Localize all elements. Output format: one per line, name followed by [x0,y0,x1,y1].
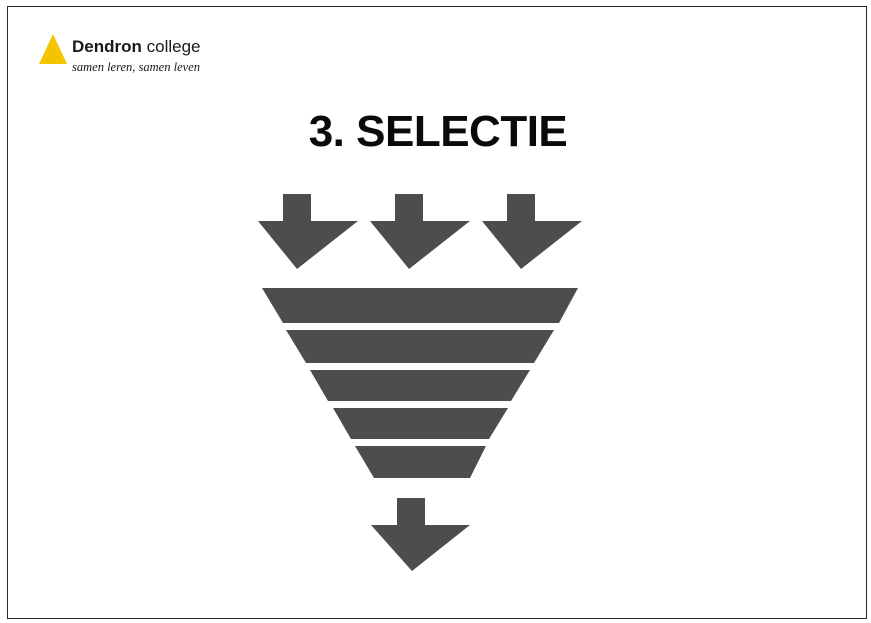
logo-triangle-icon [39,34,67,64]
slide: Dendron college samen leren, samen leven… [7,6,867,619]
logo-name-bold: Dendron [72,37,142,56]
funnel-band [355,446,486,478]
funnel-band [262,288,578,323]
arrow-down-icon [258,194,358,269]
logo-name: Dendron college [72,37,201,57]
logo: Dendron college samen leren, samen leven [38,31,258,81]
slide-title: 3. SELECTIE [308,107,568,156]
logo-tagline: samen leren, samen leven [72,60,200,74]
arrow-down-icon [482,194,582,269]
funnel-selection-icon [258,194,582,571]
logo-name-regular: college [141,37,201,56]
funnel-band [333,408,508,439]
arrow-down-icon [370,194,470,269]
funnel-band [286,330,554,363]
arrow-down-icon [371,498,470,571]
funnel-band [310,370,530,401]
